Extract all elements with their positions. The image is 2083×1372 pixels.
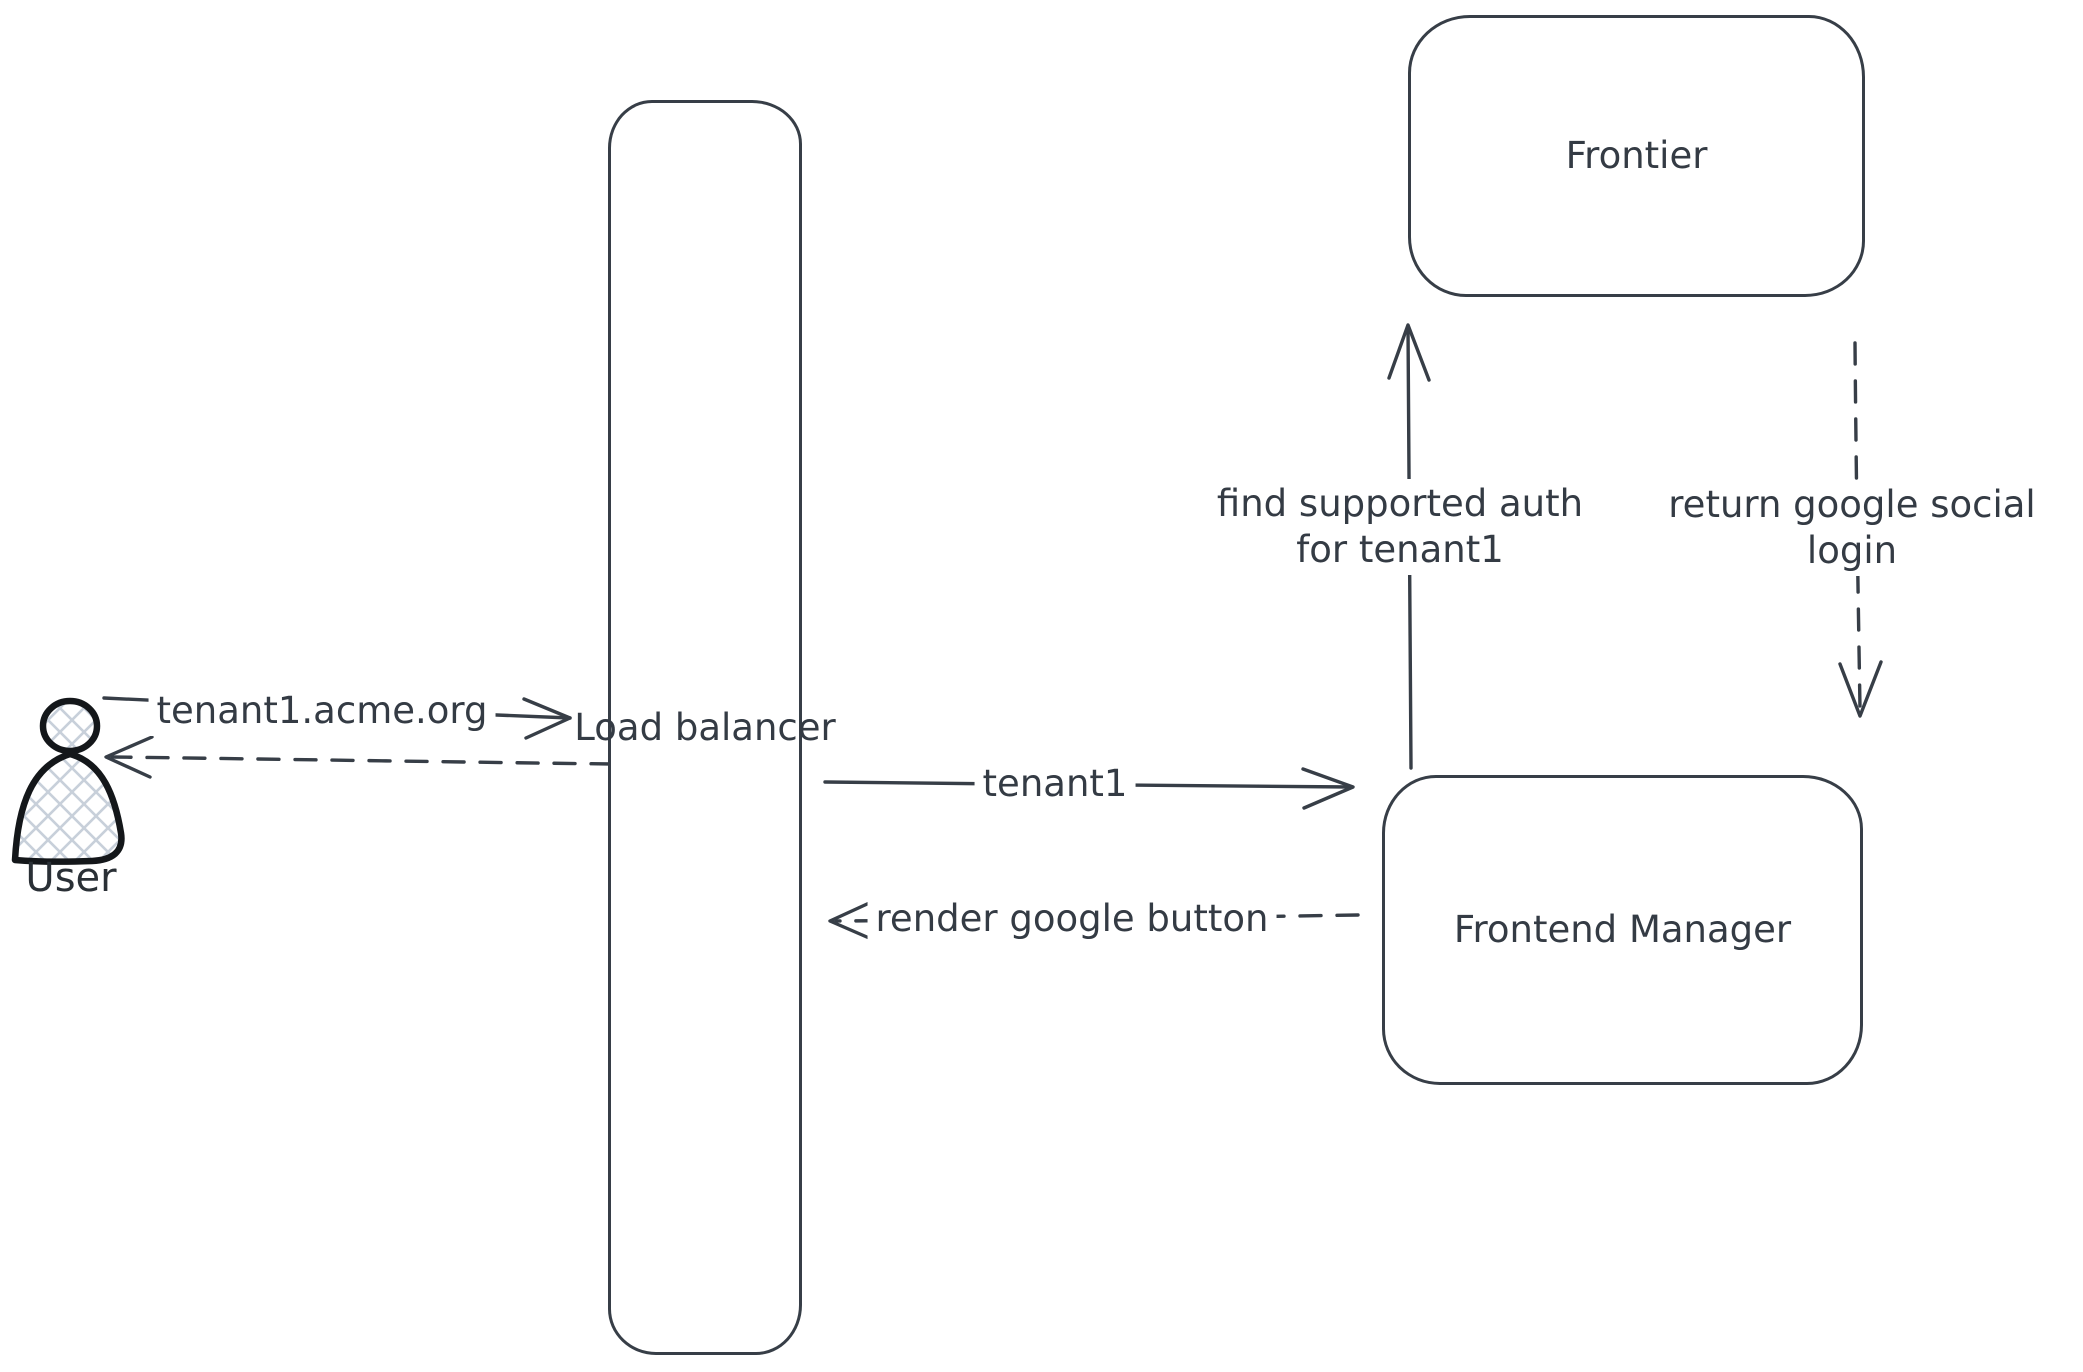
edge-label-find-supported-auth: find supported auth for tenant1	[1208, 479, 1592, 575]
arrow-frontier-to-frontend-manager	[1838, 341, 1883, 718]
frontier-label: Frontier	[1565, 134, 1708, 177]
node-frontend-manager: Frontend Manager	[1382, 775, 1863, 1085]
user-icon	[11, 697, 125, 865]
load-balancer-label-line2: balancer	[674, 705, 836, 749]
edge-label-tenant1-acme-org: tenant1.acme.org	[148, 686, 496, 736]
frontend-manager-label-line1: Frontend	[1453, 908, 1618, 951]
user-label: User	[25, 855, 117, 901]
node-frontier: Frontier	[1408, 15, 1865, 297]
arrow-load-balancer-to-user	[104, 735, 614, 779]
frontend-manager-label-line2: Manager	[1628, 908, 1792, 951]
edge-label-tenant1: tenant1	[974, 759, 1136, 809]
edge-label-return-google-social-login: return google social login	[1660, 480, 2044, 576]
node-load-balancer: Load balancer	[574, 100, 836, 1355]
edge-label-render-google-button: render google button	[867, 894, 1277, 944]
load-balancer-label-line1: Load	[574, 705, 664, 749]
